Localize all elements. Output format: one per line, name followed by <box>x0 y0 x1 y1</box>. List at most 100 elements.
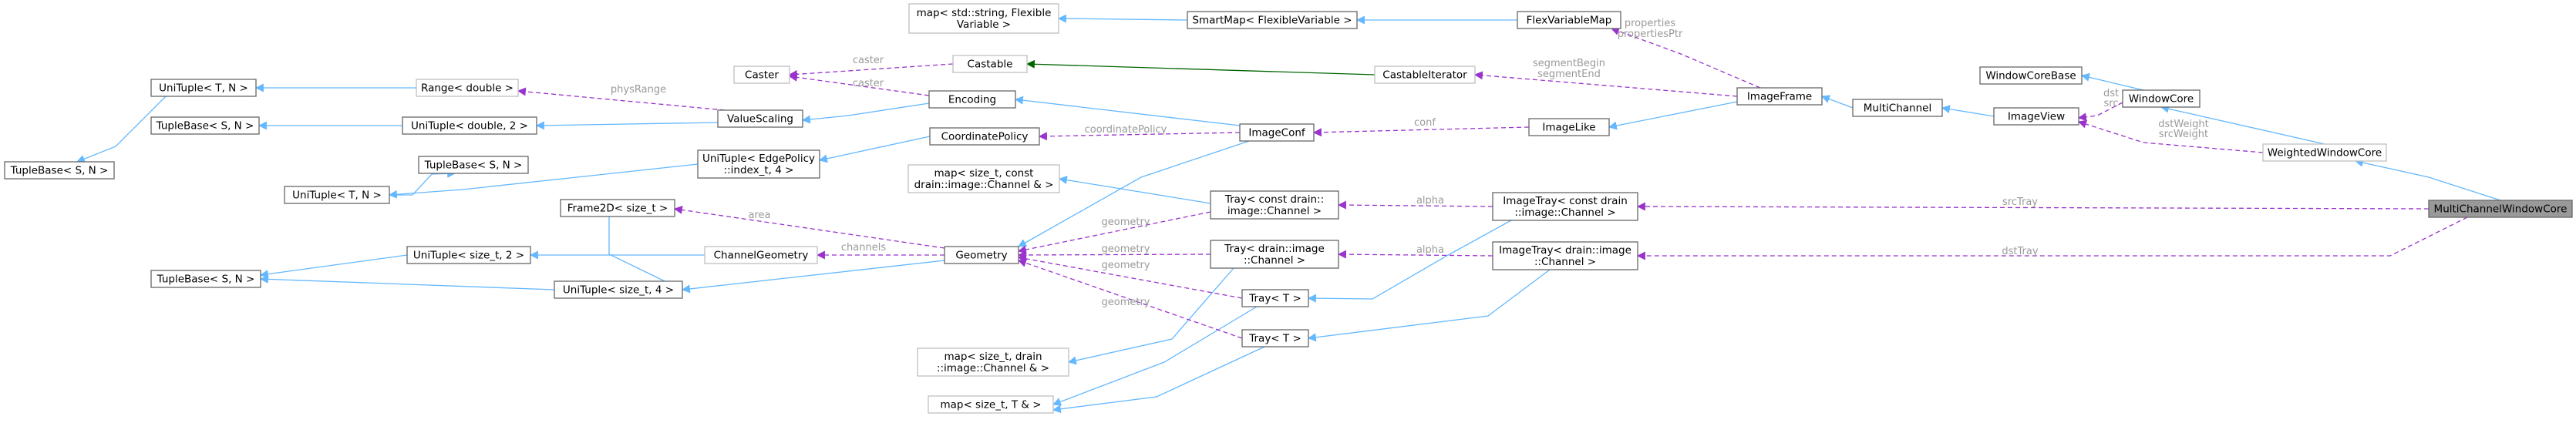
class-node[interactable]: ImageTray< const drain::image::Channel > <box>1492 192 1638 221</box>
edge-inheritance-n10-n8 <box>259 274 555 290</box>
class-node[interactable]: CastableIterator <box>1374 65 1476 84</box>
class-node-label: Frame2D< size_t > <box>567 203 668 215</box>
class-node[interactable]: ChannelGeometry <box>704 246 818 264</box>
class-node-box <box>929 127 1040 146</box>
class-node-box <box>1210 240 1339 269</box>
class-node[interactable]: map< size_t, drain::image::Channel & > <box>917 347 1069 377</box>
class-node-label: Caster <box>745 69 779 82</box>
edge-inheritance-n18-n12 <box>801 102 930 124</box>
class-node-label: SmartMap< FlexibleVariable > <box>1192 15 1352 27</box>
edge-usage-n35-n31 <box>1473 71 1738 97</box>
class-node[interactable]: TupleBase< S, N > <box>4 161 115 180</box>
class-node[interactable]: WeightedWindowCore <box>2262 143 2387 162</box>
class-node-box <box>1241 329 1309 347</box>
class-node[interactable]: MultiChannelWindowCore <box>2428 200 2573 218</box>
edge-usage-n12-n4 <box>517 87 726 111</box>
edge-inheritance-n28-n23 <box>1052 306 1258 406</box>
edge-usage-n28-n21 <box>1017 254 1243 299</box>
class-node[interactable]: ImageView <box>1993 107 2079 126</box>
class-node[interactable]: ImageConf <box>1239 123 1315 142</box>
class-node-label: WindowCoreBase <box>1985 70 2076 82</box>
class-node[interactable]: map< size_t, constdrain::image::Channel … <box>907 164 1060 193</box>
class-node[interactable]: MultiChannel <box>1852 99 1943 117</box>
class-node[interactable]: ImageLike <box>1528 118 1610 136</box>
class-node[interactable]: ImageFrame <box>1736 87 1823 106</box>
class-node-label: Tray< drain::image <box>1224 243 1325 255</box>
class-node-box <box>704 246 818 264</box>
class-node-label: map< std::string, Flexible <box>917 7 1052 19</box>
class-node[interactable]: WindowCoreBase <box>1979 66 2083 85</box>
class-node-label: Geometry <box>955 250 1007 262</box>
class-node[interactable]: WindowCore <box>2122 89 2201 108</box>
class-node[interactable]: UniTuple< EdgePolicy::index_t, 4 > <box>697 149 820 179</box>
class-node-box <box>1852 99 1943 117</box>
edges-layer <box>76 14 2501 414</box>
class-node-label: map< size_t, T & > <box>940 399 1041 411</box>
class-node[interactable]: TupleBase< S, N > <box>418 156 529 174</box>
edge-inheritance-n21-n10 <box>681 260 945 294</box>
class-node-label: ::Channel > <box>1244 254 1305 267</box>
edge-label: segmentEnd <box>1537 69 1601 80</box>
class-node-label: Encoding <box>948 94 996 106</box>
class-node[interactable]: UniTuple< T, N > <box>284 186 390 204</box>
edge-inheritance-n13-n7 <box>388 163 699 199</box>
edge-inheritance-n39-n37 <box>2080 72 2144 91</box>
edge-usage-n29-n21 <box>1017 259 1243 339</box>
class-node[interactable]: map< size_t, T & > <box>928 395 1054 414</box>
class-node[interactable]: Castable <box>952 55 1028 73</box>
class-node[interactable]: TupleBase< S, N > <box>150 270 261 288</box>
edge-label: propertiesPtr <box>1618 29 1683 40</box>
class-node-label: ImageTray< const drain <box>1503 195 1628 207</box>
class-node-label: Tray< T > <box>1248 333 1301 345</box>
class-node[interactable]: Geometry <box>944 246 1019 264</box>
class-node-label: Tray< const drain:: <box>1224 193 1324 206</box>
class-node[interactable]: Range< double > <box>416 79 519 97</box>
edge-usage-n18-n11 <box>788 72 930 96</box>
class-node-label: Range< double > <box>421 82 514 95</box>
edge-label: caster <box>853 55 884 66</box>
edge-inheritance-n19-n13 <box>818 136 931 163</box>
class-node-label: UniTuple< double, 2 > <box>411 120 528 133</box>
class-node-label: WeightedWindowCore <box>2268 147 2382 159</box>
class-node-box <box>406 246 531 264</box>
class-node-box <box>1736 87 1823 106</box>
edge-usage-n26-n21 <box>1017 211 1211 254</box>
edge-usage-n40-n38 <box>2077 119 2264 153</box>
class-node[interactable]: SmartMap< FlexibleVariable > <box>1187 11 1358 29</box>
edge-label: dst <box>2103 88 2119 99</box>
class-node-label: FlexVariableMap <box>1527 15 1612 27</box>
edge-usage-n34-n27 <box>1337 250 1493 259</box>
class-node[interactable]: FlexVariableMap <box>1517 11 1621 29</box>
class-node[interactable]: Tray< T > <box>1241 329 1309 347</box>
class-node[interactable]: UniTuple< size_t, 4 > <box>554 280 683 299</box>
class-node[interactable]: Caster <box>733 65 790 84</box>
edge-usage-n27-n21 <box>1017 250 1211 260</box>
class-node[interactable]: UniTuple< size_t, 2 > <box>406 246 531 264</box>
edge-label: conf <box>1414 117 1436 129</box>
class-node[interactable]: Tray< const drain::image::Channel > <box>1210 190 1339 220</box>
class-node[interactable]: TupleBase< S, N > <box>150 116 260 135</box>
class-node[interactable]: CoordinatePolicy <box>929 127 1040 146</box>
class-node[interactable]: UniTuple< double, 2 > <box>402 116 537 135</box>
edge-inheritance-n38-n36 <box>1941 105 1995 117</box>
class-node[interactable]: Tray< T > <box>1241 289 1309 307</box>
class-node-label: MultiChannel <box>1864 102 1931 115</box>
edge-inheritance-n7-n6 <box>389 169 456 196</box>
class-node[interactable]: Frame2D< size_t > <box>560 199 675 217</box>
class-node-box <box>2428 200 2573 218</box>
class-node[interactable]: map< std::string, FlexibleVariable > <box>908 3 1059 34</box>
class-node-box <box>416 79 519 97</box>
class-node[interactable]: UniTuple< T, N > <box>150 79 257 97</box>
class-node-label: CoordinatePolicy <box>941 131 1029 143</box>
class-node-label: UniTuple< size_t, 2 > <box>413 250 524 262</box>
class-node-box <box>150 270 261 288</box>
class-node-box <box>402 116 537 135</box>
class-node[interactable]: ValueScaling <box>717 109 803 128</box>
class-node[interactable]: ImageTray< drain::image::Channel > <box>1492 241 1638 270</box>
class-node[interactable]: Tray< drain::image::Channel > <box>1210 240 1339 269</box>
edge-label: geometry <box>1101 217 1150 228</box>
class-node-box <box>908 3 1059 34</box>
class-node-label: UniTuple< T, N > <box>159 82 248 95</box>
class-node[interactable]: Encoding <box>928 90 1016 109</box>
